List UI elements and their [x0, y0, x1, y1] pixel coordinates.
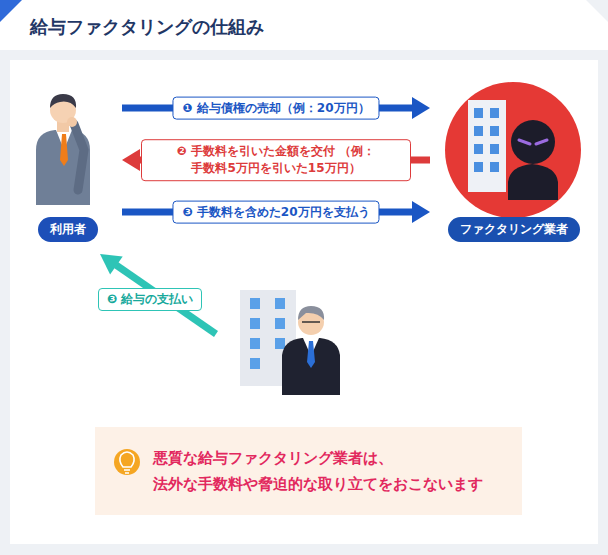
- payment-label: ❸ 給与の支払い: [98, 288, 202, 311]
- factoring-illustration: [445, 82, 581, 218]
- content-panel: [10, 60, 598, 544]
- hacker-body: [508, 164, 558, 200]
- flow-label: ❸ 手数料を含めた20万円を支払う: [172, 201, 379, 224]
- flow-label: ❷ 手数料を引いた金額を交付 （例：手数料5万円を引いた15万円）: [141, 139, 411, 181]
- employer-windows: [250, 298, 285, 369]
- warning-text: 悪質な給与ファクタリング業者は、 法外な手数料や脅迫的な取り立てをおこないます: [153, 445, 515, 498]
- page-title: 給与ファクタリングの仕組み: [30, 15, 264, 39]
- actor-label: ファクタリング業者: [448, 217, 580, 242]
- salary-arrow-head: [100, 254, 123, 274]
- dark-building: [468, 100, 506, 192]
- corner-accent: [0, 0, 22, 22]
- actor-node: 利用者: [18, 90, 118, 242]
- bulb-base: [124, 470, 130, 473]
- bulb-icon: [120, 452, 134, 467]
- employer-hair: [298, 306, 324, 320]
- hacker-eyes: [519, 140, 547, 144]
- actor-label: 利用者: [38, 217, 98, 242]
- employer-glasses: [302, 321, 320, 323]
- note-ground: [95, 427, 522, 515]
- bulb-circle: [114, 449, 140, 475]
- employer-illustration: [240, 290, 340, 395]
- arrow-head: [412, 201, 430, 223]
- header-band: [0, 0, 608, 50]
- actor-node: ファクタリング業者: [434, 80, 594, 242]
- user-tie: [60, 134, 68, 166]
- user-figure: [36, 94, 90, 205]
- building-windows: [474, 108, 499, 172]
- employer-suit: [282, 338, 340, 395]
- user-hair: [50, 94, 76, 108]
- flow-label: ❶ 給与債権の売却（例：20万円）: [172, 97, 379, 120]
- user-hand: [67, 117, 77, 127]
- warning-note: 悪質な給与ファクタリング業者は、 法外な手数料や脅迫的な取り立てをおこないます: [95, 427, 522, 515]
- employer-tie: [307, 341, 315, 368]
- hacker-head: [511, 120, 555, 164]
- user-arm: [74, 124, 84, 190]
- arrow-head: [412, 97, 430, 119]
- red-circle: [445, 82, 581, 218]
- arrow-head: [122, 149, 140, 171]
